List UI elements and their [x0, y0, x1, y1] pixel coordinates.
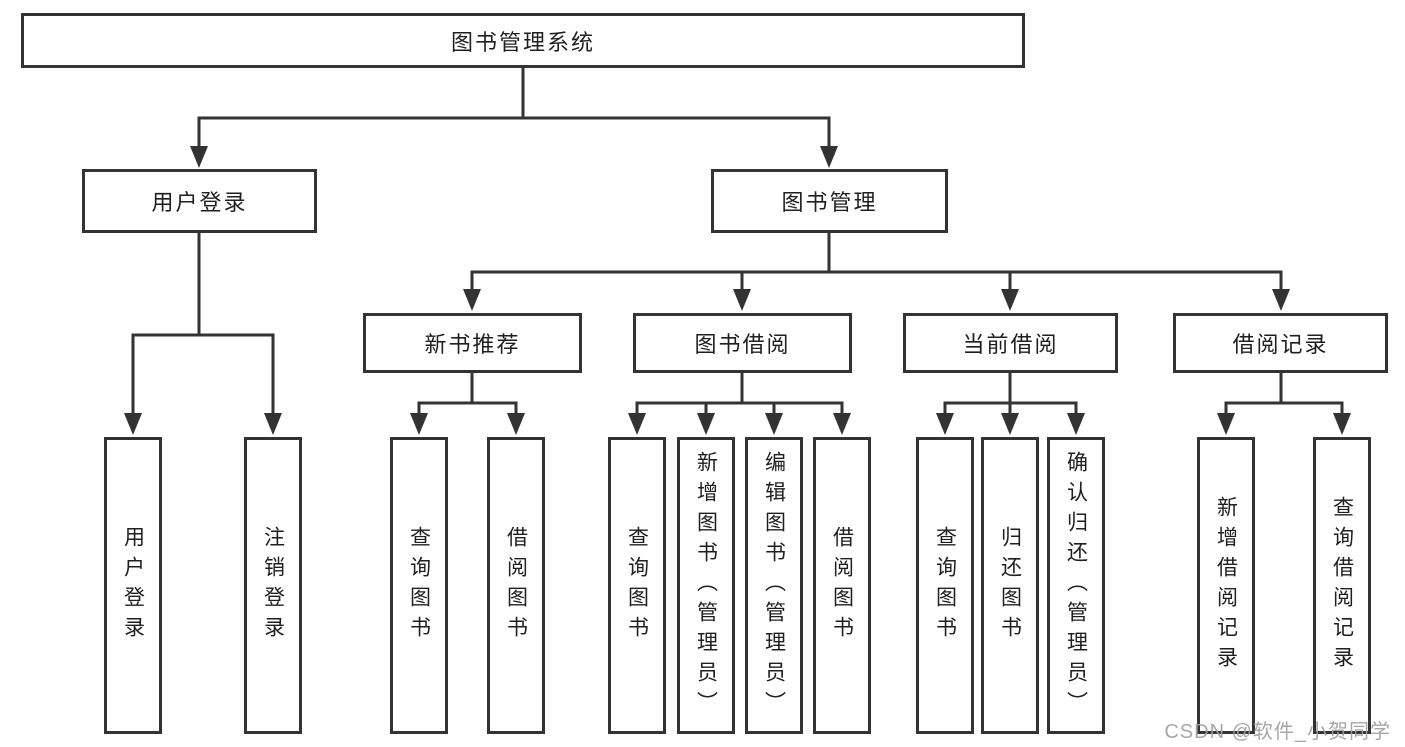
arrow-book-borrow-icon	[733, 289, 751, 311]
arrow-book-management-icon	[820, 146, 838, 168]
arrow-leaf-icon	[697, 413, 715, 435]
arrow-leaf-icon	[1217, 413, 1235, 435]
arrow-leaf-icon	[936, 413, 954, 435]
arrow-leaf-icon	[264, 413, 282, 435]
node-book-management: 图书管理	[711, 169, 948, 233]
node-leaf-query-book-1: 查询图书	[390, 437, 448, 734]
node-leaf-query-book-2: 查询图书	[608, 437, 666, 734]
arrow-leaf-icon	[765, 413, 783, 435]
arrowheads	[124, 146, 1351, 435]
node-borrow-record: 借阅记录	[1173, 313, 1388, 373]
connector-new-book-rail	[417, 401, 518, 419]
node-leaf-add-book-admin: 新增图书（管理员）	[677, 437, 735, 734]
node-leaf-query-borrow-record: 查询借阅记录	[1313, 437, 1371, 734]
node-leaf-logout: 注销登录	[244, 437, 302, 734]
node-user-login: 用户登录	[82, 169, 317, 233]
arrow-leaf-icon	[1001, 413, 1019, 435]
arrow-current-borrow-icon	[1001, 289, 1019, 311]
arrow-leaf-icon	[507, 413, 525, 435]
node-new-book-recommend: 新书推荐	[363, 313, 582, 373]
arrow-leaf-icon	[124, 413, 142, 435]
arrow-leaf-icon	[833, 413, 851, 435]
connector-level3-rail	[470, 270, 1283, 296]
node-leaf-edit-book-admin: 编辑图书（管理员）	[745, 437, 803, 734]
arrow-leaf-icon	[1333, 413, 1351, 435]
arrow-leaf-icon	[410, 413, 428, 435]
node-root: 图书管理系统	[21, 13, 1025, 68]
connector-book-borrow-rail	[635, 401, 844, 419]
connector-level2-rail	[197, 116, 831, 152]
arrow-leaf-icon	[628, 413, 646, 435]
node-book-borrow: 图书借阅	[633, 313, 852, 373]
node-leaf-borrow-book-1: 借阅图书	[487, 437, 545, 734]
node-current-borrow: 当前借阅	[903, 313, 1118, 373]
arrow-new-book-icon	[463, 289, 481, 311]
watermark: CSDN @软件_小贺同学	[1164, 721, 1391, 743]
connector-borrow-record-rail	[1224, 401, 1344, 419]
node-leaf-user-login: 用户登录	[104, 437, 162, 734]
arrow-leaf-icon	[1067, 413, 1085, 435]
node-leaf-confirm-return-admin: 确认归还（管理员）	[1047, 437, 1105, 734]
connector-user-login-rail	[131, 333, 275, 419]
node-leaf-add-borrow-record: 新增借阅记录	[1197, 437, 1255, 734]
node-leaf-borrow-book-2: 借阅图书	[813, 437, 871, 734]
node-leaf-return-book: 归还图书	[981, 437, 1039, 734]
arrow-user-login-icon	[190, 146, 208, 168]
node-leaf-query-book-3: 查询图书	[916, 437, 974, 734]
arrow-borrow-record-icon	[1272, 289, 1290, 311]
